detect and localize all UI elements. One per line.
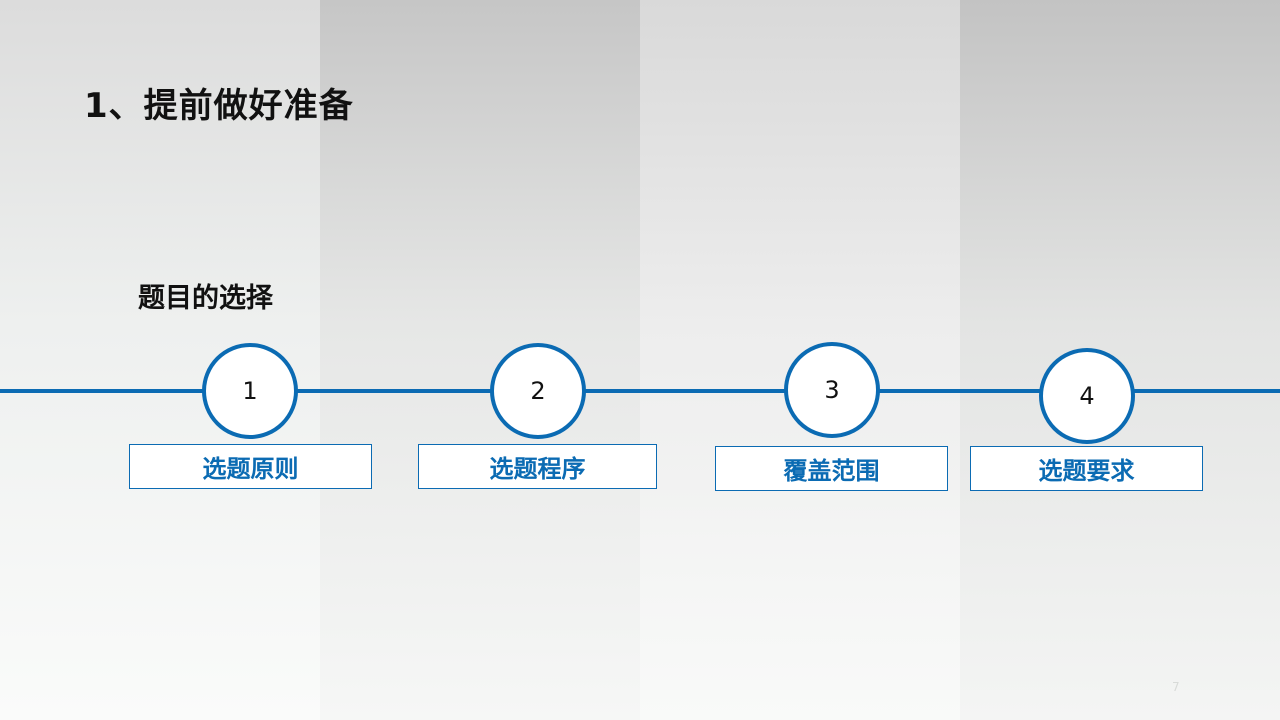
step-label-4: 选题要求 — [970, 446, 1203, 491]
timeline-line — [0, 389, 1280, 393]
step-label-3: 覆盖范围 — [715, 446, 948, 491]
step-circle-1: 1 — [202, 343, 298, 439]
background-strip-2 — [320, 0, 640, 720]
step-circle-3: 3 — [784, 342, 880, 438]
step-circle-4: 4 — [1039, 348, 1135, 444]
step-circle-2: 2 — [490, 343, 586, 439]
slide-title: 1、提前做好准备 — [84, 86, 354, 126]
step-label-1: 选题原则 — [129, 444, 372, 489]
page-number: 7 — [1172, 680, 1180, 694]
step-label-2: 选题程序 — [418, 444, 657, 489]
section-subtitle: 题目的选择 — [138, 283, 273, 314]
background-strip-4 — [960, 0, 1280, 720]
